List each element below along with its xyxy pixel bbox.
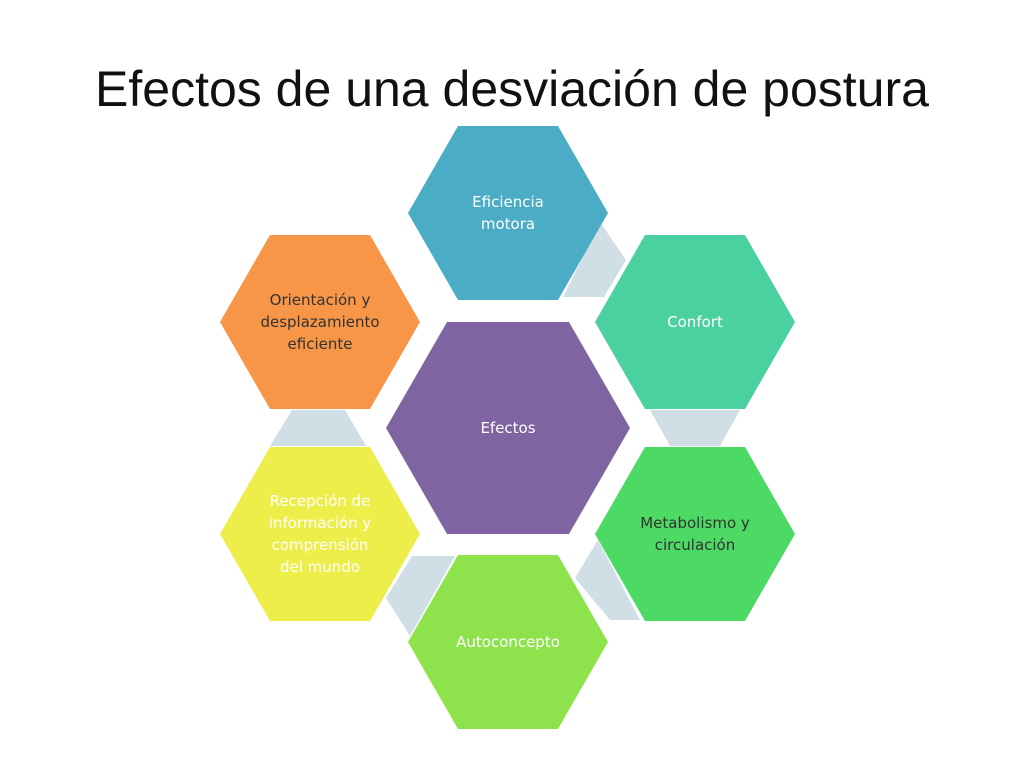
hexagon-eficiencia-motora: Eficiencia motora <box>408 126 608 300</box>
hexagon-label: Confort <box>667 313 723 331</box>
hexagon-label: Autoconcepto <box>456 633 560 651</box>
connector-eficiencia-confort <box>563 222 626 297</box>
hexagon-label: Efectos <box>480 419 535 437</box>
hexagon-shape <box>220 235 420 409</box>
hexagon-label: del mundo <box>280 558 360 576</box>
slide-title: Efectos de una desviación de postura <box>95 61 929 117</box>
hexagon-center: Efectos <box>386 322 630 534</box>
hexagon-label: información y <box>269 514 372 532</box>
connector-autoconcepto-recepcion <box>386 556 455 636</box>
hexagon-label: eficiente <box>288 335 353 353</box>
hexagon-shape <box>408 126 608 300</box>
hexagon-shape <box>595 235 795 409</box>
hexagon-shape <box>220 447 420 621</box>
hexagon-shape <box>408 555 608 729</box>
hexagon-recepcion-informacion: Recepción de información y comprensión del … <box>220 447 420 621</box>
hexagon-label: motora <box>481 215 535 233</box>
hexagon-label: comprensión <box>272 536 369 554</box>
hexagon-shape <box>386 322 630 534</box>
hexagon-metabolismo-circulacion: Metabolismo y circulación <box>595 447 795 621</box>
hexagon-label: circulación <box>655 536 735 554</box>
connector-metabolismo-autoconcepto <box>575 540 640 620</box>
connector-confort-metabolismo <box>650 410 740 446</box>
hexagon-label: desplazamiento <box>260 313 379 331</box>
hexagon-label: Eficiencia <box>472 193 544 211</box>
hexagon-label: Orientación y <box>270 291 371 309</box>
hexagon-label: Metabolismo y <box>640 514 750 532</box>
hexagon-label: Recepción de <box>270 492 371 510</box>
hexagon-confort: Confort <box>595 235 795 409</box>
hexagon-orientacion-desplazamiento: Orientación y desplazamiento eficiente <box>220 235 420 409</box>
hexagon-shape <box>595 447 795 621</box>
hexagon-autoconcepto: Autoconcepto <box>408 555 608 729</box>
connector-recepcion-orientacion <box>270 410 366 446</box>
connectors <box>270 222 740 636</box>
